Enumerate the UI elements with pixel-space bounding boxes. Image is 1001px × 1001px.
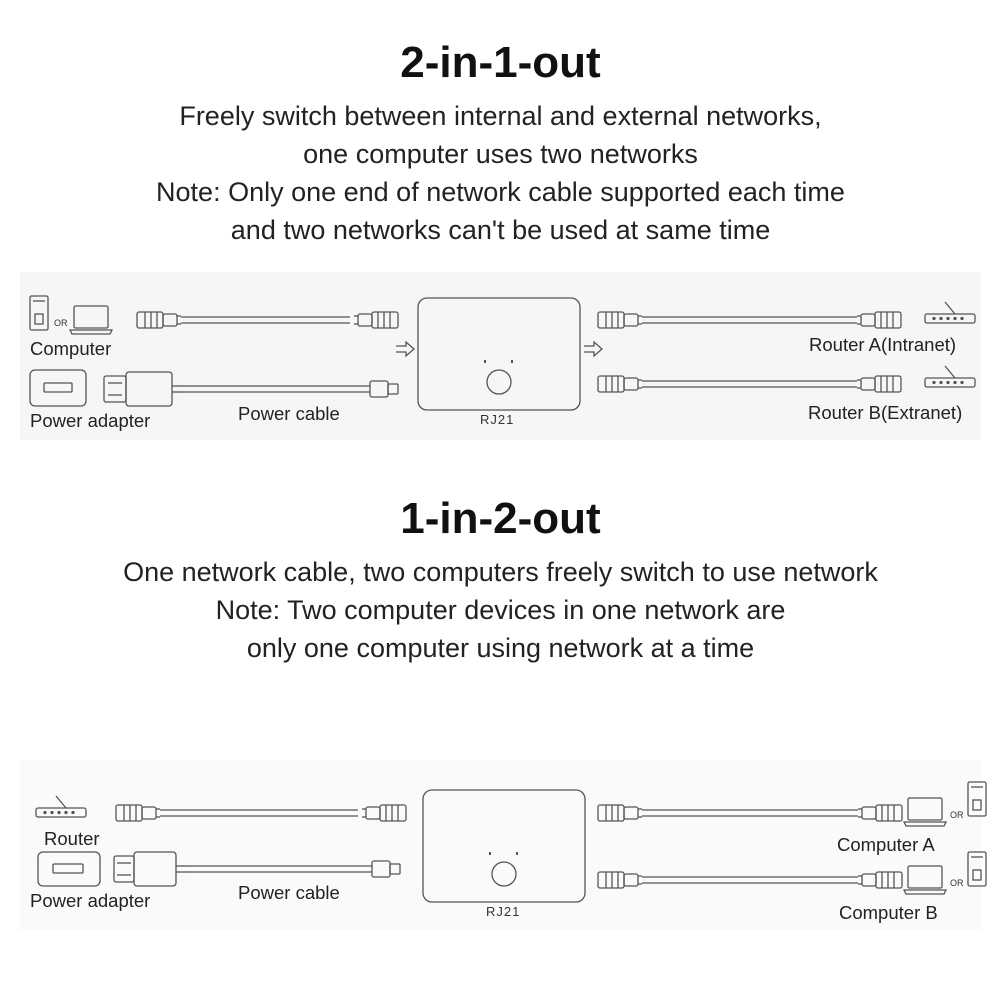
router-icon bbox=[35, 795, 87, 818]
computer-a-tower-icon bbox=[967, 781, 987, 817]
power-adapter-icon bbox=[29, 369, 87, 407]
section1-line-2: one computer uses two networks bbox=[303, 139, 698, 169]
section1-line-4: and two networks can't be used at same t… bbox=[230, 215, 771, 245]
section1-line-3: Note: Only one end of network cable supp… bbox=[156, 177, 845, 207]
section2-line-3: only one computer using network at a tim… bbox=[246, 633, 755, 663]
switch-box-icon-2 bbox=[422, 789, 586, 903]
computer-label: Computer bbox=[30, 338, 112, 359]
router-b-label: Router B(Extranet) bbox=[808, 402, 963, 423]
power-adapter-label: Power adapter bbox=[30, 410, 151, 431]
router-a-icon bbox=[924, 301, 976, 324]
computer-a-label: Computer A bbox=[837, 834, 935, 855]
or-label-a: OR bbox=[950, 810, 964, 820]
power-adapter-icon-2 bbox=[37, 851, 101, 887]
router-label: Router bbox=[44, 828, 100, 849]
or-label-b: OR bbox=[950, 878, 964, 888]
arrow-out-icon bbox=[583, 341, 603, 357]
power-cable-label: Power cable bbox=[238, 403, 340, 424]
power-cable-label-2: Power cable bbox=[238, 882, 340, 903]
section2-line-1: One network cable, two computers freely … bbox=[123, 557, 878, 587]
laptop-icon bbox=[69, 305, 113, 335]
router-b-icon bbox=[924, 365, 976, 388]
router-a-label: Router A(Intranet) bbox=[809, 334, 957, 355]
computer-b-laptop-icon bbox=[903, 865, 947, 895]
tower-pc-icon bbox=[29, 295, 49, 331]
switch-box-icon bbox=[417, 297, 581, 411]
computer-a-laptop-icon bbox=[903, 797, 947, 827]
section2-line-2: Note: Two computer devices in one networ… bbox=[215, 595, 786, 625]
section1-title: 2-in-1-out bbox=[400, 38, 601, 87]
rj21-label: RJ21 bbox=[480, 412, 515, 427]
section1-line-1: Freely switch between internal and exter… bbox=[179, 101, 822, 131]
rj21-label-2: RJ21 bbox=[486, 904, 521, 919]
computer-b-tower-icon bbox=[967, 851, 987, 887]
computer-b-label: Computer B bbox=[839, 902, 938, 923]
diagram-band-top bbox=[20, 272, 981, 440]
or-label-1: OR bbox=[54, 318, 68, 328]
power-adapter-label-2: Power adapter bbox=[30, 890, 151, 911]
arrow-in-icon bbox=[395, 341, 415, 357]
section2-title: 1-in-2-out bbox=[400, 494, 601, 543]
